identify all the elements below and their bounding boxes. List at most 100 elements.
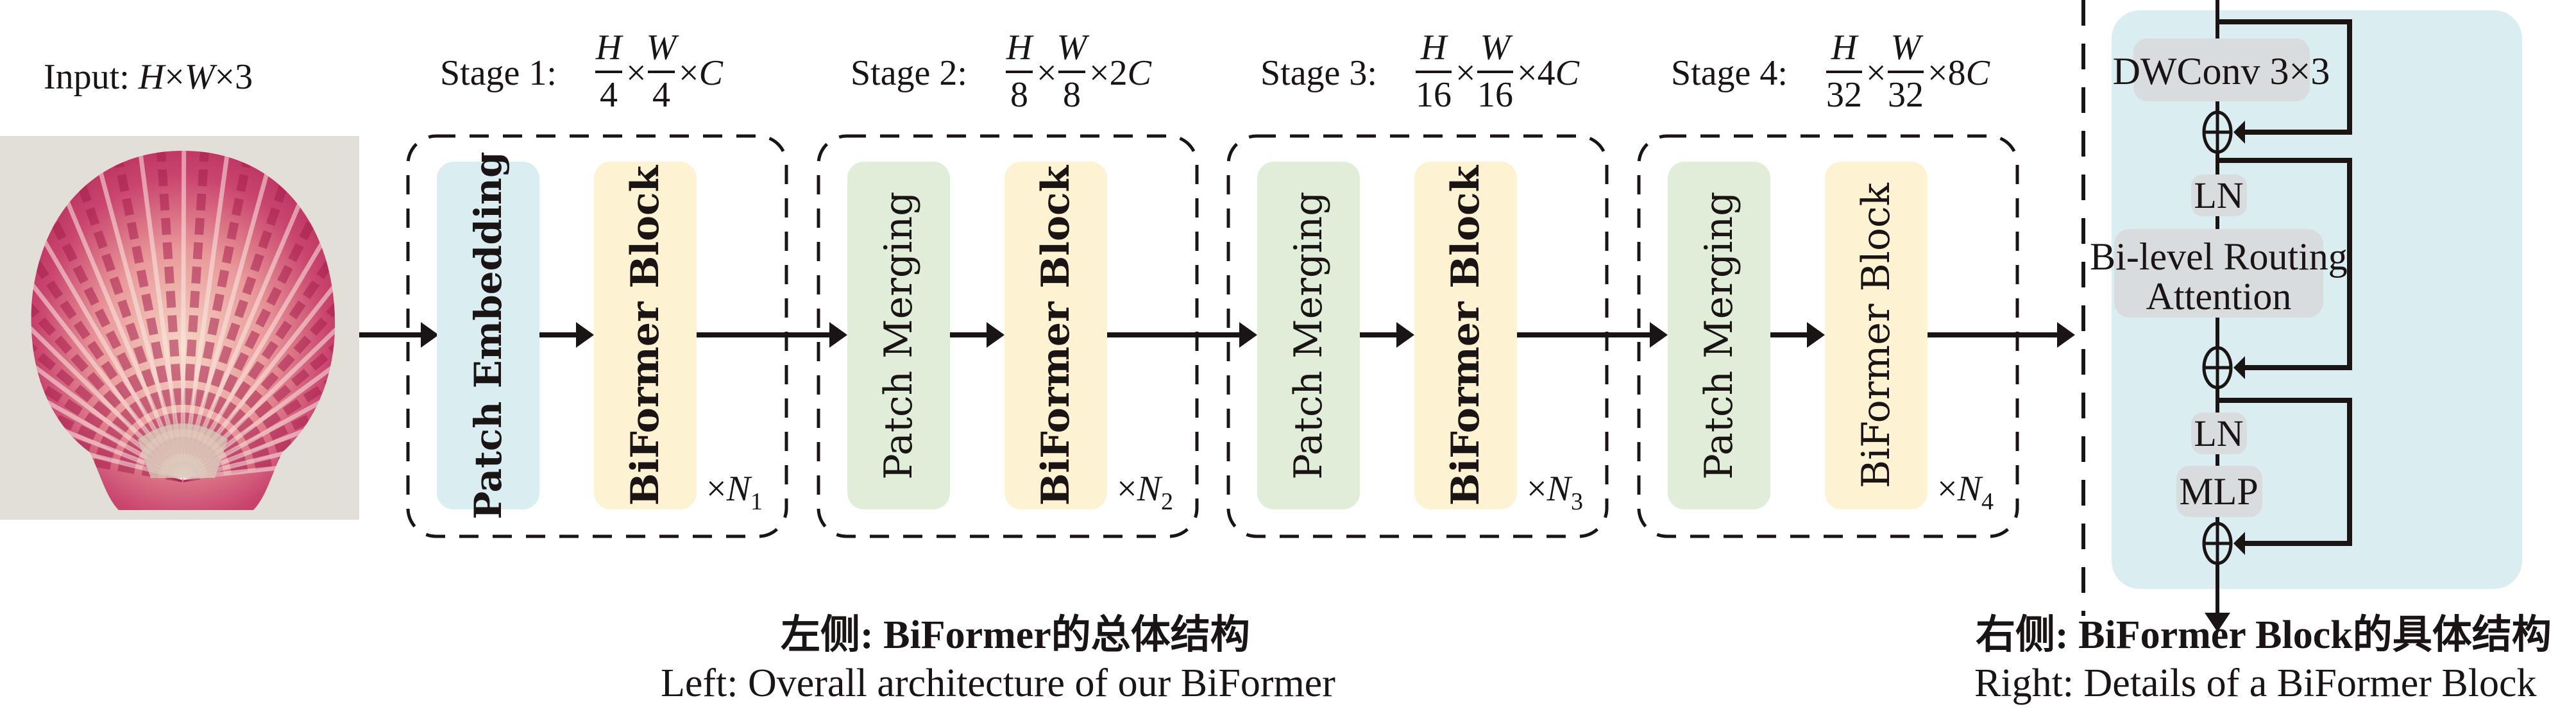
right-caption-en: Right: Details of a BiFormer Block — [1974, 661, 2537, 705]
input-label: Input: H×W×3 — [44, 57, 253, 97]
svg-text:×2C: ×2C — [1089, 53, 1152, 93]
stage-3-container — [1226, 134, 1609, 538]
layernorm-box-2: LN — [2191, 413, 2247, 454]
svg-text:16: 16 — [1416, 75, 1452, 115]
svg-text:BiFormer Block: BiFormer Block — [1854, 182, 1899, 488]
arrow-stage-2-out — [1107, 322, 1257, 348]
svg-text:H: H — [1006, 28, 1034, 67]
svg-text:H: H — [1831, 28, 1859, 67]
arrow-internal-stage-2 — [950, 322, 1004, 348]
patch-merging-block: Patch Merging — [1668, 162, 1770, 509]
svg-text:LN: LN — [2194, 175, 2243, 216]
repeat-count-label: ×N2 — [1117, 469, 1173, 515]
arrow-internal-stage-4 — [1770, 322, 1825, 348]
biformer-block: BiFormer Block — [1414, 162, 1517, 509]
svg-text:×N1: ×N1 — [706, 469, 763, 515]
flow-arrows — [359, 322, 2075, 348]
svg-text:×4C: ×4C — [1517, 53, 1580, 93]
svg-text:W: W — [1057, 28, 1090, 67]
svg-text:8: 8 — [1010, 75, 1028, 115]
repeat-count-label: ×N1 — [706, 469, 763, 515]
repeat-count-label: ×N4 — [1937, 469, 1994, 515]
stage-4-title: Stage 4: H32×W32×8C — [1671, 28, 1990, 115]
patch-merging-block: Patch Merging — [1257, 162, 1360, 509]
svg-text:4: 4 — [652, 75, 670, 115]
svg-text:×N3: ×N3 — [1527, 469, 1583, 515]
svg-text:W: W — [1480, 28, 1513, 67]
svg-text:Patch Merging: Patch Merging — [876, 191, 921, 479]
add-node-icon — [2202, 522, 2233, 565]
stage-2-container — [817, 134, 1199, 538]
skip-connection-3 — [2217, 398, 2352, 555]
svg-text:Input: H×W×3: Input: H×W×3 — [44, 57, 253, 97]
stage-1-title: Stage 1: H4×W4×C — [440, 28, 724, 115]
right-caption-cn: 右侧: BiFormer Block的具体结构 — [1976, 613, 2552, 657]
svg-text:×: × — [626, 53, 647, 93]
svg-text:32: 32 — [1826, 75, 1862, 115]
svg-text:BiFormer Block: BiFormer Block — [1033, 164, 1078, 506]
svg-text:×N4: ×N4 — [1937, 469, 1994, 515]
attention-box: Bi-level Routing — [2090, 229, 2348, 318]
svg-text:MLP: MLP — [2179, 470, 2258, 513]
arrow-stage-4-out — [1928, 322, 2075, 348]
svg-text:16: 16 — [1477, 75, 1513, 115]
patch-embedding-block: Patch Embedding — [437, 151, 539, 520]
layernorm-box-1: LN — [2191, 175, 2247, 216]
svg-text:32: 32 — [1888, 75, 1924, 115]
arrow-internal-stage-1 — [539, 322, 594, 348]
stage-1-container — [406, 134, 788, 538]
add-node-icon — [2202, 346, 2233, 389]
svg-text:DWConv 3×3: DWConv 3×3 — [2113, 50, 2330, 92]
stage-2-title: Stage 2: H8×W8×2C — [851, 28, 1152, 115]
stage-4-container — [1637, 134, 2019, 538]
arrow-input-to-stage-1 — [359, 322, 439, 348]
attention-label-line2: Attention — [2146, 275, 2292, 318]
biformer-block-detail: DWConv 3×3 LN Bi-level Routing Attention — [2090, 0, 2522, 632]
stage-3-title: Stage 3: H16×W16×4C — [1260, 28, 1580, 115]
svg-text:Patch Merging: Patch Merging — [1697, 191, 1741, 479]
biformer-block: BiFormer Block — [1825, 162, 1928, 509]
arrow-stage-3-out — [1517, 322, 1668, 348]
svg-text:×N2: ×N2 — [1117, 469, 1173, 515]
arrow-stage-1-out — [697, 322, 847, 348]
svg-text:8: 8 — [1063, 75, 1081, 115]
dwconv-box: DWConv 3×3 — [2113, 38, 2330, 101]
biformer-block: BiFormer Block — [594, 162, 697, 509]
svg-text:×: × — [1037, 53, 1057, 93]
mlp-box: MLP — [2176, 466, 2262, 517]
svg-text:W: W — [647, 28, 679, 67]
add-node-icon — [2202, 110, 2233, 154]
skip-connection-1 — [2217, 19, 2352, 144]
svg-text:H: H — [1420, 28, 1448, 67]
svg-text:H: H — [595, 28, 623, 67]
repeat-count-label: ×N3 — [1527, 469, 1583, 515]
svg-text:Patch Merging: Patch Merging — [1286, 191, 1331, 479]
svg-text:Bi-level Routing: Bi-level Routing — [2090, 235, 2348, 278]
biformer-block: BiFormer Block — [1004, 162, 1107, 509]
svg-text:Stage 2:: Stage 2: — [851, 53, 967, 93]
left-caption-cn: 左侧: BiFormer的总体结构 — [781, 613, 1250, 657]
svg-text:BiFormer Block: BiFormer Block — [1443, 164, 1488, 506]
left-caption-en: Left: Overall architecture of our BiForm… — [661, 661, 1335, 705]
svg-text:×: × — [1455, 53, 1476, 93]
svg-text:Stage 1:: Stage 1: — [440, 53, 557, 93]
arrow-internal-stage-3 — [1360, 322, 1414, 348]
input-image — [0, 136, 359, 520]
svg-text:×: × — [1866, 53, 1886, 93]
svg-text:4: 4 — [600, 75, 618, 115]
svg-text:Patch Embedding: Patch Embedding — [466, 151, 510, 519]
svg-text:×C: ×C — [679, 53, 724, 93]
svg-text:LN: LN — [2194, 413, 2243, 454]
svg-text:BiFormer Block: BiFormer Block — [623, 164, 668, 506]
svg-text:Stage 4:: Stage 4: — [1671, 53, 1788, 93]
skip-connection-2 — [2217, 158, 2352, 379]
svg-text:×8C: ×8C — [1928, 53, 1990, 93]
output-arrow-down — [2205, 613, 2230, 632]
svg-text:Stage 3:: Stage 3: — [1260, 53, 1377, 93]
